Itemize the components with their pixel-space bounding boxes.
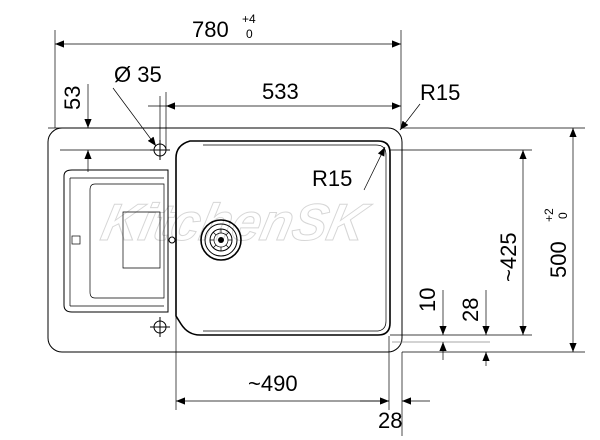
dim-overall-width: 780 +4 0	[54, 12, 402, 128]
overall-depth-tol-plus: +2	[542, 208, 556, 222]
drainer-inner	[69, 177, 164, 307]
dim-inner-radius: R15	[312, 146, 386, 191]
drainer-recess	[89, 183, 165, 299]
dim-bowl-depth: ~425	[390, 149, 532, 336]
bowl-inner-width-value: ~490	[248, 371, 298, 396]
bottom-offset-a-value: 10	[415, 288, 440, 312]
main-bowl	[175, 140, 391, 336]
dim-outer-radius: R15	[399, 80, 460, 131]
tap-hole-diameter-value: Ø 35	[114, 62, 162, 87]
overall-depth-tol-minus: 0	[556, 212, 570, 219]
sink-outline	[47, 127, 403, 353]
drainer-area	[63, 169, 169, 313]
dim-overall-depth: 500 +2 0	[402, 127, 585, 353]
overall-width-tol-plus: +4	[242, 12, 256, 26]
bowl-depth-value: ~425	[496, 232, 521, 282]
right-offset-value: 28	[378, 408, 402, 433]
dim-bowl-inner-width: ~490	[175, 316, 390, 410]
tap-hole-top-icon	[150, 140, 170, 160]
overflow-icon	[71, 235, 81, 245]
tap-hole-offset-value: 53	[60, 86, 85, 110]
inner-radius-value: R15	[312, 166, 352, 191]
overall-width-value: 780	[192, 17, 229, 42]
dim-bottom-offset-a: 10	[392, 288, 490, 360]
dim-bottom-offset-b: 28	[458, 290, 490, 366]
bowl-inner-rim	[203, 144, 387, 332]
watermark-logo: KitchenSK	[96, 194, 375, 252]
overall-width-tol-minus: 0	[246, 27, 253, 41]
tap-hole-bottom-icon	[150, 317, 170, 337]
bowl-width-value: 533	[262, 79, 299, 104]
waste-strainer-icon	[200, 219, 242, 261]
outer-radius-value: R15	[420, 80, 460, 105]
dim-bowl-width: 533	[165, 79, 401, 150]
overall-depth-value: 500	[546, 241, 571, 278]
dim-tap-hole-diameter: Ø 35	[112, 62, 172, 147]
overflow-hole	[168, 236, 176, 244]
dim-tap-hole-offset: 53	[48, 84, 150, 172]
bottom-offset-b-value: 28	[458, 298, 483, 322]
dim-right-offset: 28	[360, 352, 430, 436]
drainer-grid	[122, 211, 161, 269]
